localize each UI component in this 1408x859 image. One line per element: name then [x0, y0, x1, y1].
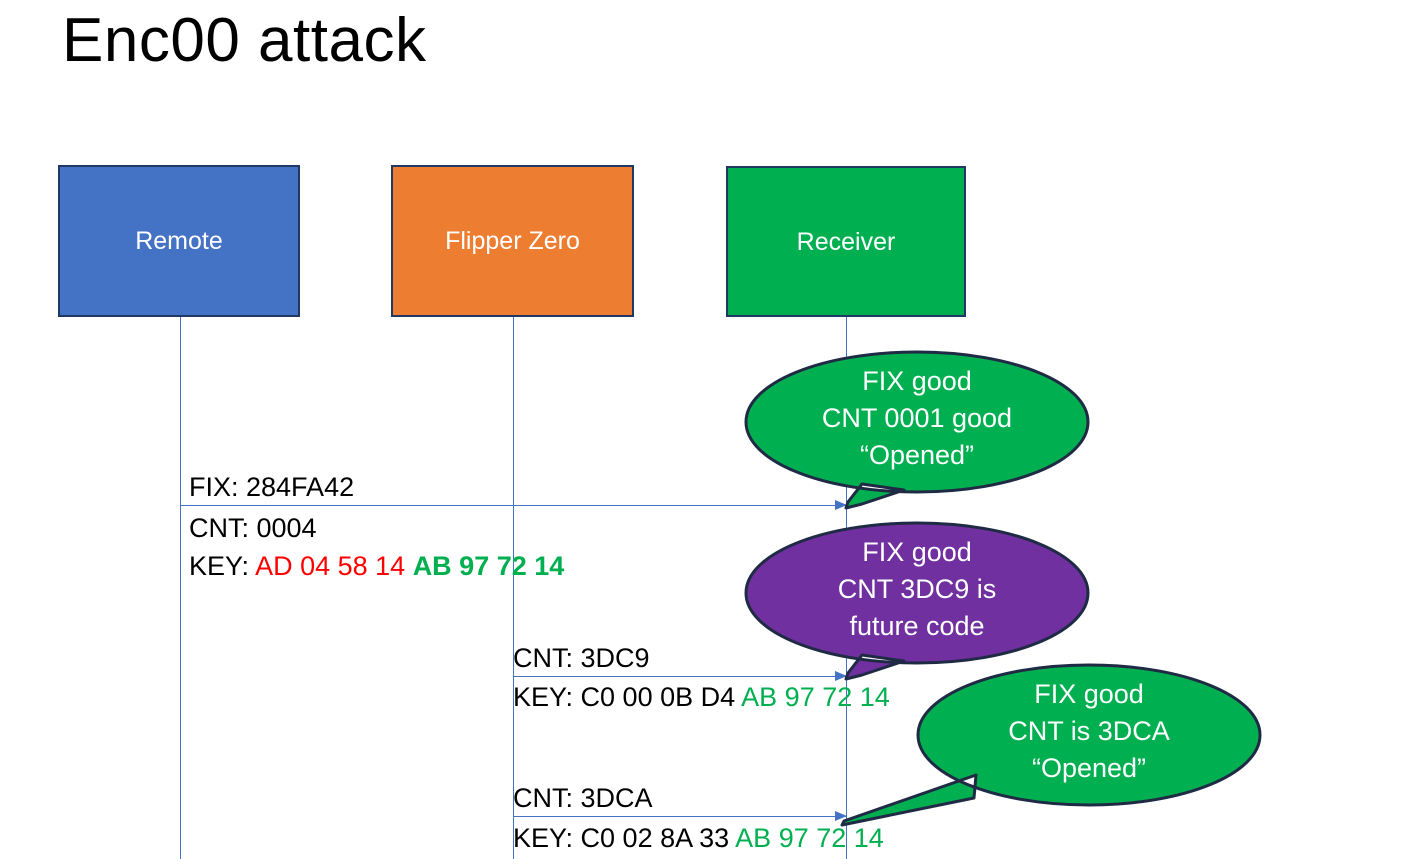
message-arrow-remote-to-receiver [180, 500, 847, 510]
actor-label-remote: Remote [135, 227, 223, 255]
key-label: KEY: [189, 551, 256, 581]
key-label: KEY: C0 02 8A 33 [513, 823, 736, 853]
actor-box-remote[interactable]: Remote [58, 165, 300, 317]
page-title: Enc00 attack [62, 6, 427, 75]
actor-label-receiver: Receiver [796, 227, 896, 256]
key-segment: AD 04 58 14 [255, 551, 413, 581]
key-label: KEY: C0 00 0B D4 [513, 682, 742, 712]
actor-box-flipper-zero[interactable]: Flipper Zero [391, 165, 634, 317]
callout-bubble-shape-1 [744, 350, 1090, 510]
lifeline-remote [180, 317, 181, 859]
message-label-cnt-3dca: CNT: 3DCA [513, 783, 653, 813]
key-segment: AB 97 72 14 [735, 823, 884, 853]
callout-bubble-shape-2 [744, 521, 1090, 681]
message-arrow-flipper-to-receiver-1 [513, 671, 847, 681]
message-label-key-3dca: KEY: C0 02 8A 33 AB 97 72 14 [513, 819, 884, 857]
message-label-key-remote: KEY: AD 04 58 14 AB 97 72 14 [189, 547, 564, 585]
actor-box-receiver[interactable]: Receiver [726, 166, 966, 317]
callout-receiver-cnt-3dc9-future[interactable]: FIX good CNT 3DC9 is future code [744, 521, 1090, 681]
actor-label-flipper-zero: Flipper Zero [445, 227, 580, 255]
message-label-cnt-3dc9: CNT: 3DC9 [513, 643, 650, 673]
message-label-fix: FIX: 284FA42 [189, 472, 355, 502]
lifeline-flipper-zero [513, 317, 514, 859]
callout-receiver-cnt-0001[interactable]: FIX good CNT 0001 good “Opened” [744, 350, 1090, 510]
key-segment: AB 97 72 14 [741, 682, 890, 712]
message-label-key-3dc9: KEY: C0 00 0B D4 AB 97 72 14 [513, 678, 890, 716]
callout-bubble-shape-3 [840, 663, 1262, 827]
callout-receiver-cnt-3dca[interactable]: FIX good CNT is 3DCA “Opened” [840, 663, 1262, 827]
key-segment: AB 97 72 14 [412, 551, 565, 581]
message-arrow-flipper-to-receiver-2 [513, 811, 847, 821]
message-label-cnt-0004: CNT: 0004 [189, 513, 317, 543]
